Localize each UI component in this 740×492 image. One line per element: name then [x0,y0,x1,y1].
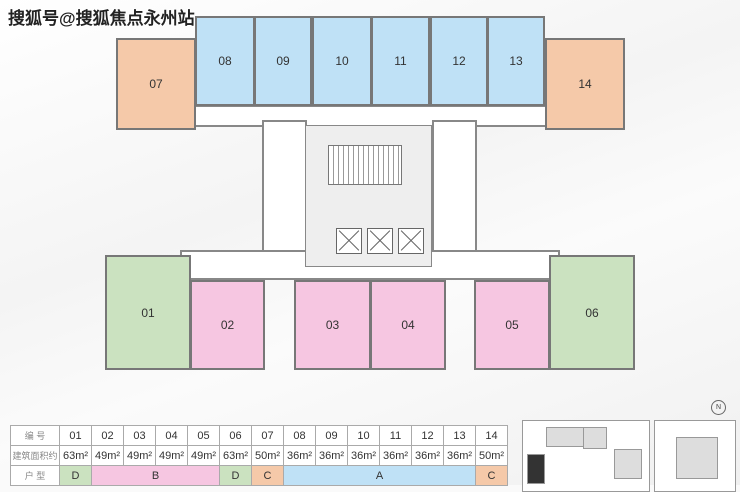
table-cell: C [251,465,284,486]
table-cell: 08 [283,425,316,446]
table-cell: 49m² [155,445,188,466]
table-cell: 建筑面积约 [10,445,60,466]
table-cell: 49m² [91,445,124,466]
unit-12[interactable]: 12 [430,16,488,106]
elevator-3 [398,228,424,254]
site-building [583,427,607,449]
site-building [676,437,718,479]
table-cell: 36m² [443,445,476,466]
left-link-corridor [262,120,307,260]
unit-06[interactable]: 06 [549,255,635,370]
staircase [328,145,402,185]
table-cell: 63m² [59,445,92,466]
watermark: 搜狐号@搜狐焦点永州站 [8,9,195,28]
table-cell: D [59,465,92,486]
elevator-2 [367,228,393,254]
table-cell: 03 [123,425,156,446]
table-cell: 11 [379,425,412,446]
table-cell: 50m² [475,445,508,466]
table-cell: 49m² [123,445,156,466]
table-cell: 14 [475,425,508,446]
upper-corridor [190,105,550,127]
table-cell: 12 [411,425,444,446]
table-cell: B [91,465,220,486]
table-cell: 50m² [251,445,284,466]
unit-13[interactable]: 13 [487,16,545,106]
table-cell: A [283,465,476,486]
table-cell: 户 型 [10,465,60,486]
unit-03[interactable]: 03 [294,280,371,370]
site-building [614,449,642,479]
unit-11[interactable]: 11 [371,16,430,106]
table-cell: 05 [187,425,220,446]
unit-07[interactable]: 07 [116,38,196,130]
compass-icon: N [711,400,726,415]
table-cell: 10 [347,425,380,446]
table-cell: 06 [219,425,252,446]
table-cell: C [475,465,508,486]
table-cell: 07 [251,425,284,446]
table-cell: 01 [59,425,92,446]
table-cell: 36m² [347,445,380,466]
table-cell: D [219,465,252,486]
unit-05[interactable]: 05 [474,280,550,370]
table-cell: 63m² [219,445,252,466]
unit-04[interactable]: 04 [370,280,446,370]
unit-08[interactable]: 08 [195,16,255,106]
site-current-building [527,454,545,484]
table-cell: 编 号 [10,425,60,446]
site-building [546,427,588,447]
table-cell: 36m² [315,445,348,466]
unit-09[interactable]: 09 [254,16,312,106]
unit-14[interactable]: 14 [545,38,625,130]
table-cell: 36m² [411,445,444,466]
table-cell: 36m² [379,445,412,466]
table-cell: 13 [443,425,476,446]
unit-02[interactable]: 02 [190,280,265,370]
unit-10[interactable]: 10 [312,16,372,106]
unit-01[interactable]: 01 [105,255,191,370]
table-cell: 49m² [187,445,220,466]
table-cell: 04 [155,425,188,446]
table-cell: 36m² [283,445,316,466]
table-cell: 02 [91,425,124,446]
right-link-corridor [432,120,477,260]
elevator-1 [336,228,362,254]
table-cell: 09 [315,425,348,446]
